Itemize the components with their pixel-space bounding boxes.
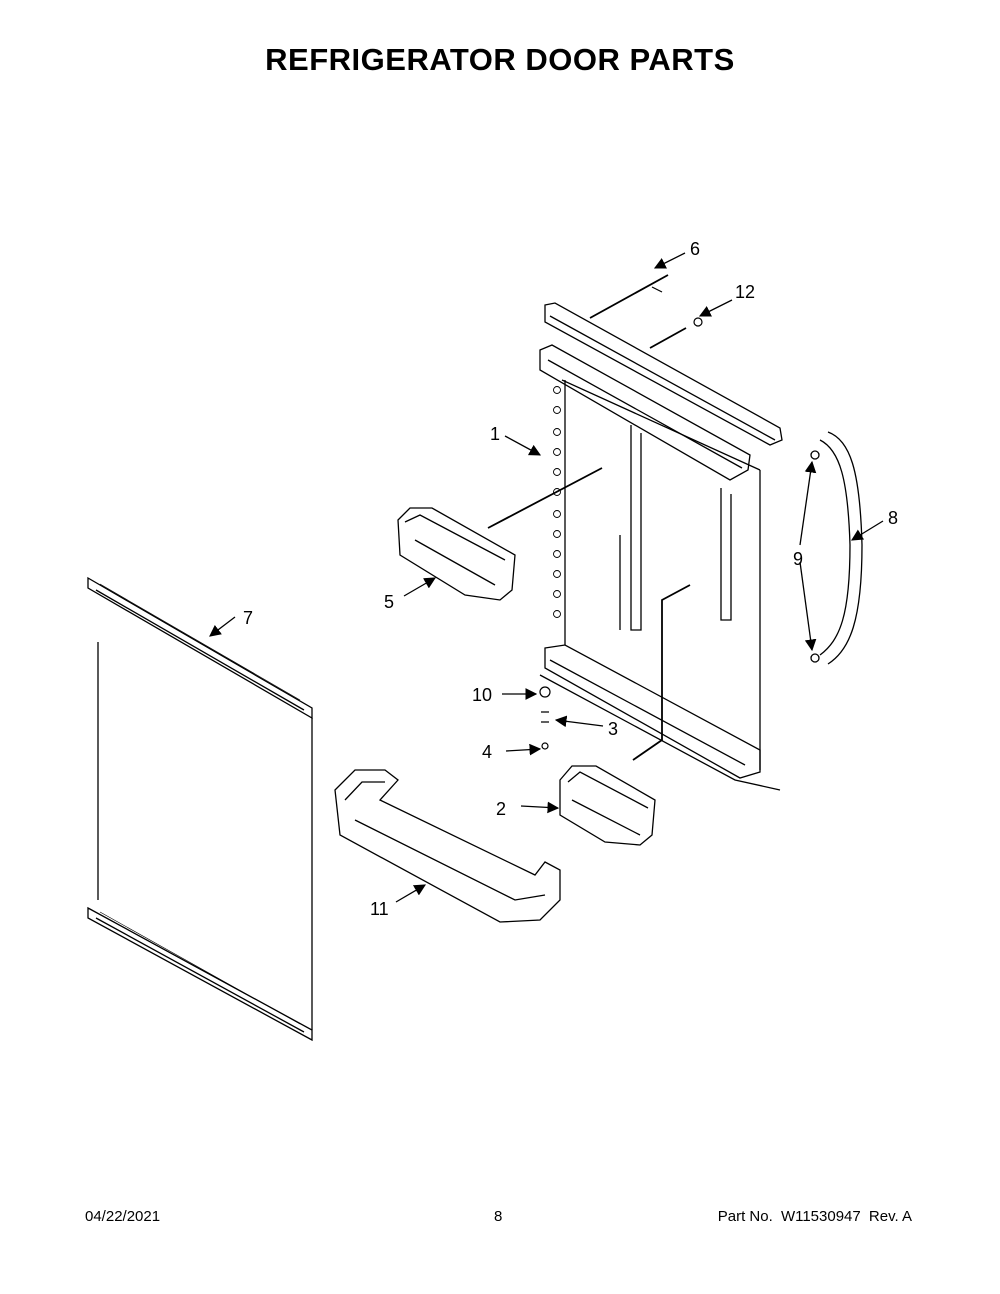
callout-5: 5 [384,592,394,612]
callout-11: 11 [370,899,389,919]
part-number-label: Part No. [717,1208,773,1225]
footer-date: 04/22/2021 [85,1208,161,1225]
hardware-parts [539,286,703,750]
hinge-bracket-part [810,431,863,665]
door-panel-part [87,576,313,1042]
upper-door-bin-part [397,507,516,601]
door-liner-part [539,302,783,791]
part-number: W11530947 [780,1208,861,1225]
footer-page-number: 8 [494,1208,503,1225]
callout-10: 10 [472,685,492,705]
door-handle-part [334,769,561,923]
callout-12: 12 [735,282,755,302]
page-title: REFRIGERATOR DOOR PARTS [265,42,735,77]
lower-door-bin-part [559,765,656,846]
footer-part-info: Part No. W11530947 Rev. A [714,1208,912,1225]
callout-3: 3 [608,719,618,739]
callout-8: 8 [888,508,898,528]
callout-4: 4 [482,742,492,762]
leader-lines [487,274,691,761]
revision: Rev. A [868,1208,912,1225]
callout-arrows [209,252,884,903]
callout-6: 6 [690,239,700,259]
callout-1: 1 [490,424,500,444]
callout-2: 2 [496,799,506,819]
callout-labels: 1 2 3 4 5 6 7 8 9 10 11 12 [243,239,898,919]
callout-7: 7 [243,608,253,628]
callout-9: 9 [793,549,803,569]
